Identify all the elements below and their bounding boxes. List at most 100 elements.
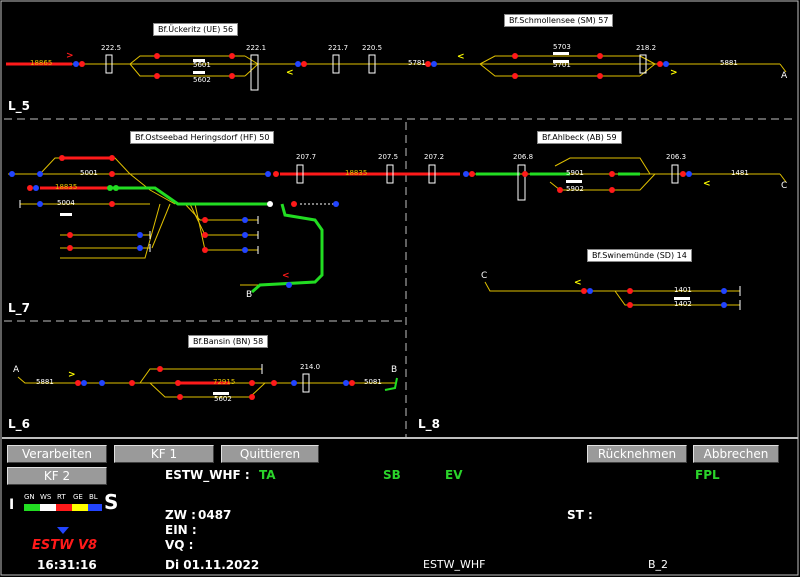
l6-route (384, 377, 398, 391)
km-label: 221.7 (328, 44, 349, 52)
station-ueckeritz[interactable]: Bf.Ückeritz (UE) 56 (153, 23, 239, 36)
section-l6: L_6 (8, 417, 30, 431)
track-end-label: C (781, 181, 788, 191)
color-legend-bar (24, 504, 102, 511)
km-label: 214.0 (300, 363, 321, 371)
l8-signals (581, 288, 727, 308)
vq-label: VQ : (165, 538, 194, 552)
l7-occupied (40, 156, 460, 190)
station-bansin[interactable]: Bf.Bansin (BN) 58 (188, 335, 269, 348)
track-number[interactable]: 5602 (214, 395, 232, 403)
fpl-indicator[interactable]: FPL (695, 468, 720, 482)
svg-text:<: < (457, 52, 465, 62)
svg-text:>: > (670, 68, 678, 78)
date-display: Di 01.11.2022 (165, 558, 260, 572)
station-ahlbeck[interactable]: Bf.Ahlbeck (AB) 59 (537, 131, 622, 144)
l5-arrows: > < < > (66, 51, 678, 78)
train-number[interactable]: 18835 (345, 169, 368, 177)
track-number[interactable]: 1481 (731, 169, 749, 177)
l8-arrow: < (574, 278, 582, 288)
track-end-label: B (391, 365, 398, 375)
sb-indicator[interactable]: SB (383, 468, 401, 482)
track-number[interactable]: 5781 (408, 59, 426, 67)
km-label: 206.3 (666, 153, 687, 161)
l7-arrows: < < (282, 179, 711, 281)
train-number[interactable]: 72915 (213, 378, 236, 386)
track-number[interactable]: 5081 (364, 378, 382, 386)
ev-indicator[interactable]: EV (445, 468, 463, 482)
svg-text:<: < (286, 68, 294, 78)
verarbeiten-button[interactable]: Verarbeiten (7, 445, 107, 463)
train-number[interactable]: 18835 (55, 183, 78, 191)
estw-whf-label: ESTW_WHF : (165, 468, 250, 482)
ta-indicator[interactable]: TA (259, 468, 276, 482)
kf2-button[interactable]: KF 2 (7, 467, 107, 485)
ein-label: EIN : (165, 523, 197, 537)
svg-text:<: < (282, 271, 290, 281)
section-l7: L_7 (8, 301, 30, 315)
l7-tracks (8, 157, 787, 286)
station-schmollensee[interactable]: Bf.Schmollensee (SM) 57 (504, 14, 614, 27)
svg-text:>: > (66, 51, 74, 61)
legend-s: S (104, 490, 119, 514)
estw-logo: ESTW V8 (32, 538, 98, 553)
l8-tracks (484, 281, 740, 306)
l6-markers (302, 373, 310, 393)
section-l5: L_5 (8, 99, 30, 113)
track-number[interactable]: 1402 (674, 300, 692, 308)
legend-gn: GN (24, 493, 35, 501)
track-number[interactable]: 5902 (566, 185, 584, 193)
l7-markers (60, 164, 679, 216)
track-number[interactable]: 5703 (553, 43, 571, 51)
track-number[interactable]: 1401 (674, 286, 692, 294)
track-number[interactable]: 5881 (36, 378, 54, 386)
legend-ge: GE (73, 493, 83, 501)
down-triangle-icon (57, 527, 69, 534)
l7-route (112, 172, 640, 294)
ruecknehmen-button[interactable]: Rücknehmen (587, 445, 687, 463)
zw-value: 0487 (198, 508, 232, 522)
km-label: 222.1 (246, 44, 267, 52)
b2-label: B_2 (648, 558, 669, 571)
zw-label: ZW : (165, 508, 196, 522)
st-label: ST : (567, 508, 593, 522)
kf1-button[interactable]: KF 1 (114, 445, 214, 463)
km-label: 218.2 (636, 44, 657, 52)
abbrechen-button[interactable]: Abbrechen (693, 445, 779, 463)
track-number[interactable]: 5901 (566, 169, 584, 177)
legend-ws: WS (40, 493, 52, 501)
section-l8: L_8 (418, 417, 440, 431)
track-end-label: A (13, 365, 20, 375)
km-label: 207.5 (378, 153, 399, 161)
km-label: 206.8 (513, 153, 534, 161)
track-number[interactable]: 5004 (57, 199, 75, 207)
legend-bl: BL (89, 493, 98, 501)
legend-rt: RT (57, 493, 66, 501)
station-swinemuende[interactable]: Bf.Swinemünde (SD) 14 (587, 249, 692, 262)
km-label: 207.2 (424, 153, 445, 161)
train-number[interactable]: 18865 (30, 59, 53, 67)
km-label: 207.7 (296, 153, 317, 161)
track-number[interactable]: 5602 (193, 76, 211, 84)
track-number[interactable]: 5701 (553, 61, 571, 69)
track-number[interactable]: 5881 (720, 59, 738, 67)
l5-signals (73, 53, 669, 79)
quittieren-button[interactable]: Quittieren (221, 445, 319, 463)
station-code: ESTW_WHF (423, 558, 486, 571)
track-end-label: B (246, 290, 253, 300)
l6-arrow: > (68, 370, 76, 380)
track-number[interactable]: 5001 (80, 169, 98, 177)
station-heringsdorf[interactable]: Bf.Ostseebad Heringsdorf (HF) 50 (130, 131, 275, 144)
legend-i: I (9, 497, 15, 513)
l5-markers (105, 52, 647, 91)
km-label: 220.5 (362, 44, 383, 52)
l7-signals (9, 155, 692, 288)
l6-signals (75, 366, 355, 400)
track-end-label: C (481, 271, 488, 281)
track-number[interactable]: 5601 (193, 61, 211, 69)
km-label: 222.5 (101, 44, 122, 52)
clock: 16:31:16 (37, 558, 97, 572)
l7-ends (19, 200, 259, 254)
